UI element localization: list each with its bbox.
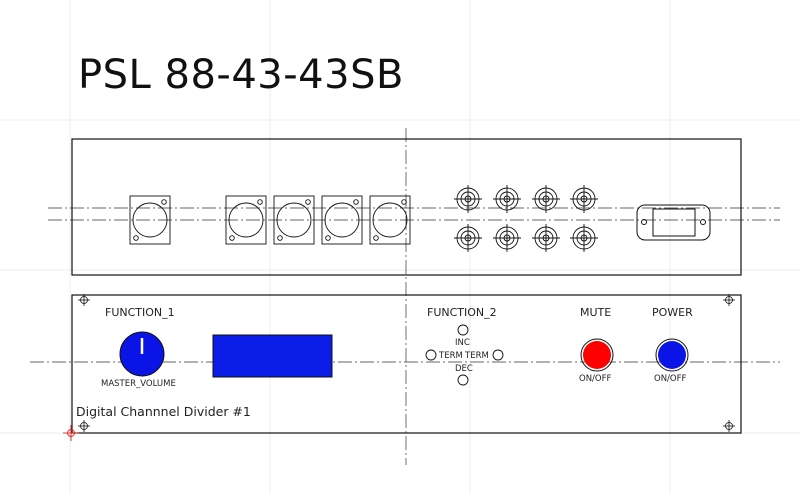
- mounting-holes: [78, 294, 735, 432]
- rca-jack: [454, 185, 482, 213]
- mute-label: MUTE: [580, 306, 612, 319]
- xlr-connector: [273, 195, 315, 245]
- master-volume-knob[interactable]: [119, 331, 165, 377]
- xlr-connector: [369, 195, 411, 245]
- xlr-connector: [225, 195, 267, 245]
- mute-state-label: ON/OFF: [579, 374, 612, 384]
- power-label: POWER: [652, 306, 693, 319]
- rca-jack: [454, 224, 482, 252]
- term-right-label: TERM: [465, 351, 489, 361]
- rear-panel: [71, 138, 742, 276]
- rca-jack: [493, 224, 521, 252]
- origin-marker: [63, 425, 79, 441]
- dec-label: DEC: [455, 364, 473, 374]
- drawing-title: PSL 88-43-43SB: [78, 52, 404, 98]
- function2-switches[interactable]: [425, 324, 504, 386]
- xlr-connectors: [129, 195, 411, 245]
- rca-jack: [532, 224, 560, 252]
- device-name: Digital Channnel Divider #1: [76, 404, 251, 419]
- rca-jacks: [454, 185, 598, 252]
- display-screen: [212, 334, 333, 378]
- power-state-label: ON/OFF: [654, 374, 687, 384]
- inc-label: INC: [455, 338, 470, 348]
- function2-label: FUNCTION_2: [427, 306, 497, 319]
- xlr-connector: [321, 195, 363, 245]
- term-left-label: TERM: [439, 351, 463, 361]
- power-button[interactable]: [655, 338, 689, 372]
- power-inlet: [636, 204, 711, 241]
- front-panel: [63, 294, 742, 441]
- mute-button[interactable]: [580, 338, 614, 372]
- rca-jack: [570, 224, 598, 252]
- rca-jack: [493, 185, 521, 213]
- rca-jack: [532, 185, 560, 213]
- function1-label: FUNCTION_1: [105, 306, 175, 319]
- rca-jack: [570, 185, 598, 213]
- xlr-connector: [129, 195, 171, 245]
- master-volume-label: MASTER_VOLUME: [101, 379, 176, 389]
